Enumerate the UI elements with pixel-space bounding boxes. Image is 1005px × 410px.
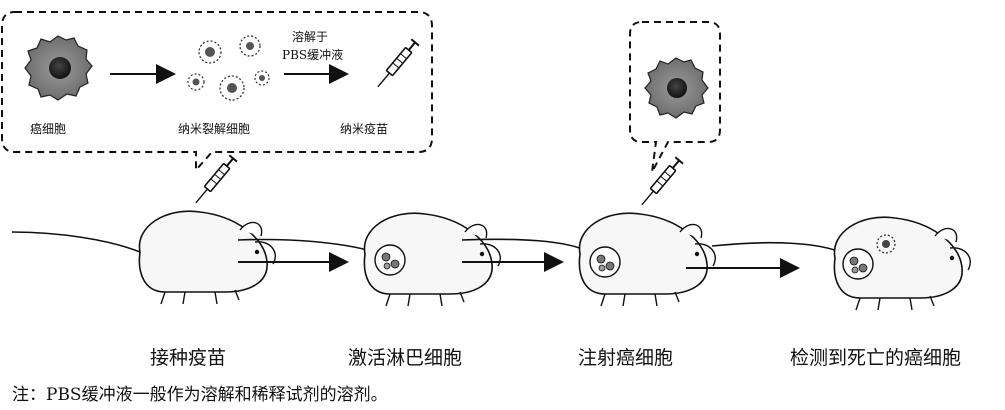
mouse-1 — [12, 211, 275, 304]
stage-label-detect-dead-cells: 检测到死亡的癌细胞 — [790, 343, 961, 370]
mouse-4 — [712, 217, 970, 310]
lymph-node-icon-4 — [843, 249, 873, 279]
dissolve-label-line2: PBS缓冲液 — [282, 46, 343, 63]
cancer-cell-icon-callout — [645, 58, 708, 118]
mouse-2 — [238, 213, 500, 306]
cancer-cell-icon — [25, 36, 92, 100]
stage-label-inject-cancer-cells: 注射癌细胞 — [578, 343, 673, 370]
lymph-node-icon — [375, 245, 405, 275]
injection-syringe-icon-2 — [638, 157, 683, 208]
dissolve-label-line1: 溶解于 — [292, 28, 328, 45]
stage-label-activate-lymphocytes: 激活淋巴细胞 — [348, 343, 462, 370]
nano-lysed-cells-icon — [188, 36, 269, 100]
nano-lysed-cells-label: 纳米裂解细胞 — [178, 120, 250, 137]
vaccine-syringe-icon — [374, 39, 419, 90]
lymph-node-icon-3 — [590, 247, 620, 277]
nano-vaccine-label: 纳米疫苗 — [340, 120, 388, 137]
stage-label-vaccinate: 接种疫苗 — [150, 343, 226, 370]
cancer-cell-label: 癌细胞 — [30, 120, 66, 137]
footnote: 注：PBS缓冲液一般作为溶解和稀释试剂的溶剂。 — [12, 380, 388, 405]
injection-syringe-icon-1 — [192, 155, 237, 206]
